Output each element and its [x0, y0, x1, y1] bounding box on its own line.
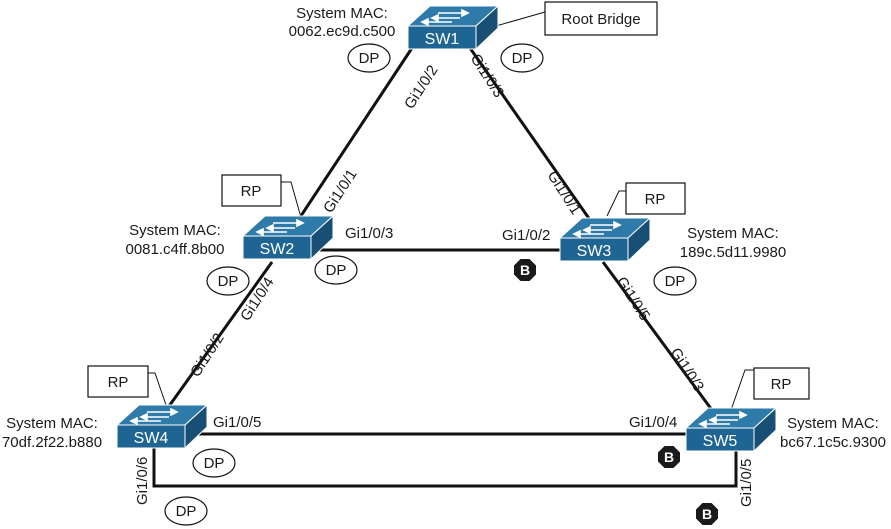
switch-arrows-icon: [698, 410, 748, 429]
svg-text:SW1: SW1: [425, 31, 460, 48]
mac-label-sw3: System MAC: 189c.5d11.9980: [680, 225, 787, 261]
svg-text:SW5: SW5: [703, 433, 738, 450]
link-sw1-sw3: [468, 47, 606, 241]
rp-callout-sw5: RP: [753, 367, 810, 400]
mac-label-sw5: System MAC: bc67.1c5c.9300: [780, 415, 886, 451]
svg-text:DP: DP: [359, 50, 380, 67]
callout-leader-sw1: [495, 11, 546, 27]
rp-callout-sw2: RP: [221, 174, 282, 207]
svg-text:70df.2f22.b880: 70df.2f22.b880: [2, 434, 102, 451]
port-label-sw2-gi101: Gi1/0/1: [320, 166, 361, 216]
svg-text:RP: RP: [645, 191, 666, 208]
port-label-sw3-gi105: Gi1/0/5: [613, 274, 654, 324]
dp-badge-sw2-gi103: DP: [314, 255, 358, 285]
blocked-badge-sw5-gi105: B: [696, 503, 718, 525]
callout-leader-sw5: [730, 369, 754, 411]
mac-label-sw2: System MAC: 0081.c4ff.8b00: [126, 222, 225, 258]
svg-text:B: B: [702, 506, 712, 522]
svg-text:System MAC:: System MAC:: [787, 415, 879, 432]
link-sw4-sw5-gi106-gi105: [152, 448, 738, 488]
switch-sw4[interactable]: SW4: [115, 403, 209, 450]
port-label-sw4-gi102: Gi1/0/2: [187, 330, 228, 380]
port-label-sw2-gi103: Gi1/0/3: [345, 225, 393, 242]
svg-text:B: B: [664, 449, 674, 465]
callout-leader-sw3: [606, 190, 626, 217]
port-label-sw3-gi102: Gi1/0/2: [502, 227, 550, 244]
svg-text:DP: DP: [512, 50, 533, 67]
switch-arrows-icon: [420, 8, 470, 27]
svg-text:Root Bridge: Root Bridge: [561, 11, 640, 28]
svg-text:SW4: SW4: [134, 430, 169, 447]
port-label-sw4-gi106: Gi1/0/6: [134, 457, 151, 505]
switch-sw3[interactable]: SW3: [558, 216, 652, 263]
svg-text:System MAC:: System MAC:: [6, 415, 98, 432]
dp-badge-sw1-gi102: DP: [347, 43, 391, 73]
blocked-badge-sw5-gi104: B: [658, 446, 680, 468]
link-sw2-sw4: [150, 261, 274, 431]
port-label-sw5-gi105: Gi1/0/5: [738, 459, 755, 507]
switch-sw1[interactable]: SW1: [406, 4, 500, 51]
svg-text:bc67.1c5c.9300: bc67.1c5c.9300: [780, 434, 886, 451]
svg-text:SW2: SW2: [260, 241, 295, 258]
dp-badge-sw1-gi103: DP: [500, 43, 544, 73]
svg-text:System MAC:: System MAC:: [296, 5, 388, 22]
blocked-octagon-icon: [696, 503, 718, 525]
svg-text:RP: RP: [771, 376, 792, 393]
blocked-octagon-icon: [514, 259, 536, 281]
svg-text:0062.ec9d.c500: 0062.ec9d.c500: [289, 23, 396, 40]
svg-text:DP: DP: [204, 455, 225, 472]
port-label-sw1-gi102: Gi1/0/2: [401, 62, 442, 112]
root-bridge-callout: Root Bridge: [544, 1, 658, 36]
switch-sw5[interactable]: SW5: [684, 406, 778, 453]
svg-text:SW3: SW3: [577, 243, 612, 260]
svg-text:RP: RP: [108, 374, 129, 391]
switch-arrows-icon: [255, 218, 305, 237]
mac-label-sw1: System MAC: 0062.ec9d.c500: [289, 5, 396, 40]
link-sw1-sw2: [283, 47, 414, 241]
port-label-sw4-gi105: Gi1/0/5: [213, 414, 261, 431]
dp-badge-sw4-gi105: DP: [192, 448, 236, 478]
dp-badge-sw4-gi106: DP: [164, 496, 208, 526]
svg-text:System MAC:: System MAC:: [687, 225, 779, 242]
rp-callout-sw4: RP: [87, 365, 149, 398]
blocked-octagon-icon: [658, 446, 680, 468]
callout-leader-sw4: [148, 372, 167, 406]
port-label-sw3-gi101: Gi1/0/1: [544, 168, 585, 218]
switch-arrows-icon: [129, 407, 179, 426]
switch-arrows-icon: [572, 220, 622, 239]
port-label-sw5-gi104: Gi1/0/4: [629, 414, 677, 431]
blocked-badge-sw3-gi102: B: [514, 259, 536, 281]
dp-badge-sw2-gi104: DP: [206, 266, 250, 296]
svg-text:B: B: [520, 262, 530, 278]
svg-text:DP: DP: [176, 503, 197, 520]
svg-text:RP: RP: [241, 183, 262, 200]
svg-text:System MAC:: System MAC:: [129, 222, 221, 239]
switch-sw2[interactable]: SW2: [241, 214, 335, 261]
rp-callout-sw3: RP: [625, 182, 686, 215]
link-sw3-sw5: [601, 261, 725, 426]
svg-text:189c.5d11.9980: 189c.5d11.9980: [680, 244, 787, 261]
dp-badge-sw3-gi105: DP: [653, 266, 697, 296]
svg-text:DP: DP: [326, 262, 347, 279]
svg-text:DP: DP: [218, 273, 239, 290]
svg-text:DP: DP: [665, 273, 686, 290]
mac-label-sw4: System MAC: 70df.2f22.b880: [2, 415, 102, 451]
port-label-sw5-gi103: Gi1/0/3: [667, 345, 708, 395]
svg-text:0081.c4ff.8b00: 0081.c4ff.8b00: [126, 241, 225, 258]
callout-leader-sw2: [281, 181, 301, 215]
